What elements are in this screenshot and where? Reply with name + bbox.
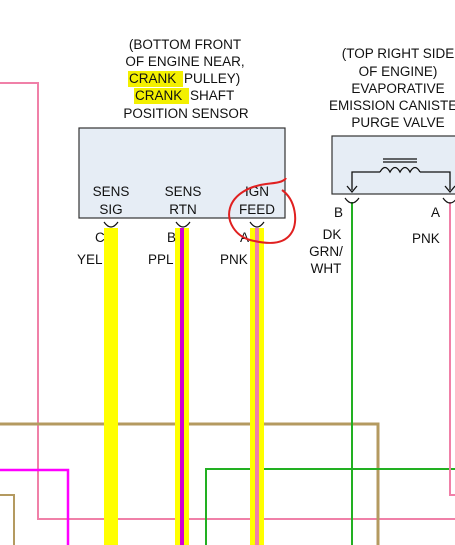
ckp-title-line-4: SHAFT <box>190 88 234 103</box>
pink-wire-left-loop <box>0 82 455 520</box>
evap-title-line-4: EMISSION CANISTER <box>329 98 455 113</box>
evap-connector-terminals <box>344 197 455 204</box>
pin-c-name-1: SENS <box>93 184 130 199</box>
evap-title-line-3: EVAPORATIVE <box>351 81 444 96</box>
evap-title-line-1: (TOP RIGHT SIDE <box>342 46 455 61</box>
evap-title-line-2: OF ENGINE) <box>359 64 438 79</box>
wire-evap-pnk <box>449 202 455 496</box>
evap-wire-b-line-2: GRN/ <box>309 244 343 259</box>
tan-wire <box>0 422 380 545</box>
wire-ppl-stripe <box>180 228 184 545</box>
tan-wire-short <box>0 494 15 545</box>
pin-letter-b: B <box>167 230 176 245</box>
wire-label-yel: YEL <box>77 252 103 267</box>
wire-yel <box>104 228 118 545</box>
evap-valve-title: (TOP RIGHT SIDE OF ENGINE) EVAPORATIVE E… <box>329 46 455 130</box>
pin-a-name-2: FEED <box>239 202 275 217</box>
evap-pin-letter-a: A <box>431 205 440 220</box>
evap-valve-box <box>331 135 455 195</box>
evap-wire-b-line-1: DK <box>323 227 342 242</box>
ckp-highlight-word-1: CRANK <box>129 71 176 86</box>
ckp-highlight-word-2: CRANK <box>135 88 182 103</box>
pin-b-name-2: RTN <box>169 202 197 217</box>
pin-c-name-2: SIG <box>99 202 122 217</box>
annotation-circle <box>228 177 297 244</box>
wire-label-pnk: PNK <box>220 252 248 267</box>
evap-title-line-5: PURGE VALVE <box>351 115 444 130</box>
wire-pnk-stripe <box>255 228 259 545</box>
ckp-title-line-3: PULLEY) <box>184 71 240 86</box>
evap-wire-a-label: PNK <box>412 231 440 246</box>
ckp-connector-terminals <box>103 221 265 228</box>
ckp-sensor-title: (BOTTOM FRONT OF ENGINE NEAR, CRANK PULL… <box>123 37 249 121</box>
ckp-title-line-1: (BOTTOM FRONT <box>129 37 241 52</box>
ckp-sensor-box <box>78 127 286 219</box>
magenta-wire <box>0 468 70 545</box>
evap-wire-b-line-3: WHT <box>311 261 342 276</box>
ckp-title-line-2: OF ENGINE NEAR, <box>125 54 244 69</box>
green-wire-horizontal <box>205 468 455 545</box>
wire-label-ppl: PPL <box>148 252 174 267</box>
crank-highlight-1 <box>128 71 183 87</box>
pin-b-name-1: SENS <box>165 184 202 199</box>
evap-pin-letter-b: B <box>334 205 343 220</box>
solenoid-coil-icon <box>346 158 455 194</box>
ckp-title-line-5: POSITION SENSOR <box>123 106 249 121</box>
pin-letter-c: C <box>95 230 105 245</box>
crank-highlight-2 <box>134 88 189 104</box>
